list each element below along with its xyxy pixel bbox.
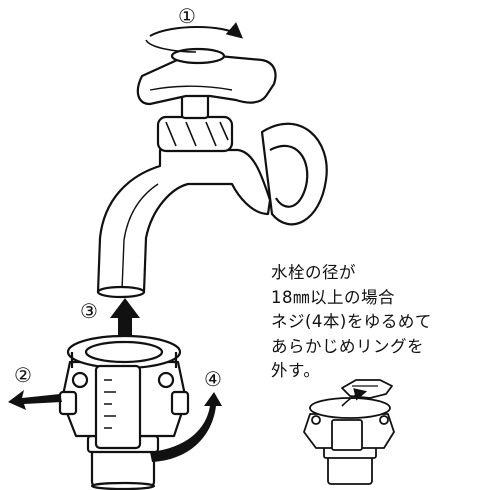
step-2-label: ② — [14, 363, 32, 387]
arrow-left-2 — [8, 390, 62, 410]
note-line: 外す。 — [271, 361, 321, 380]
adapter-inset — [303, 379, 395, 485]
note-line: あらかじめリングを — [271, 336, 424, 356]
faucet-handle — [136, 54, 277, 106]
note-line: ネジ(4本)をゆるめて — [271, 312, 432, 331]
step-4-label: ④ — [204, 367, 222, 391]
note-line: 水栓の径が — [271, 263, 356, 282]
wall-flange — [260, 122, 328, 226]
instruction-note: 水栓の径が 18㎜以上の場合 ネジ(4本)をゆるめて あらかじめリングを 外す。 — [271, 261, 489, 384]
arrow-rotate-4 — [150, 392, 222, 462]
adapter-screw — [71, 371, 89, 389]
adapter-main — [58, 334, 190, 490]
adapter-screw — [157, 371, 175, 389]
adapter-pipe — [90, 446, 156, 488]
step-1-label: ① — [178, 4, 196, 28]
inset-arrow — [341, 388, 368, 407]
faucet — [96, 47, 328, 299]
note-line: 18㎜以上の場合 — [271, 287, 395, 307]
faucet-spout — [96, 148, 272, 294]
arrow-up-3 — [110, 298, 140, 336]
step-3-label: ③ — [80, 299, 98, 323]
rotate-arrow-1 — [145, 22, 244, 53]
